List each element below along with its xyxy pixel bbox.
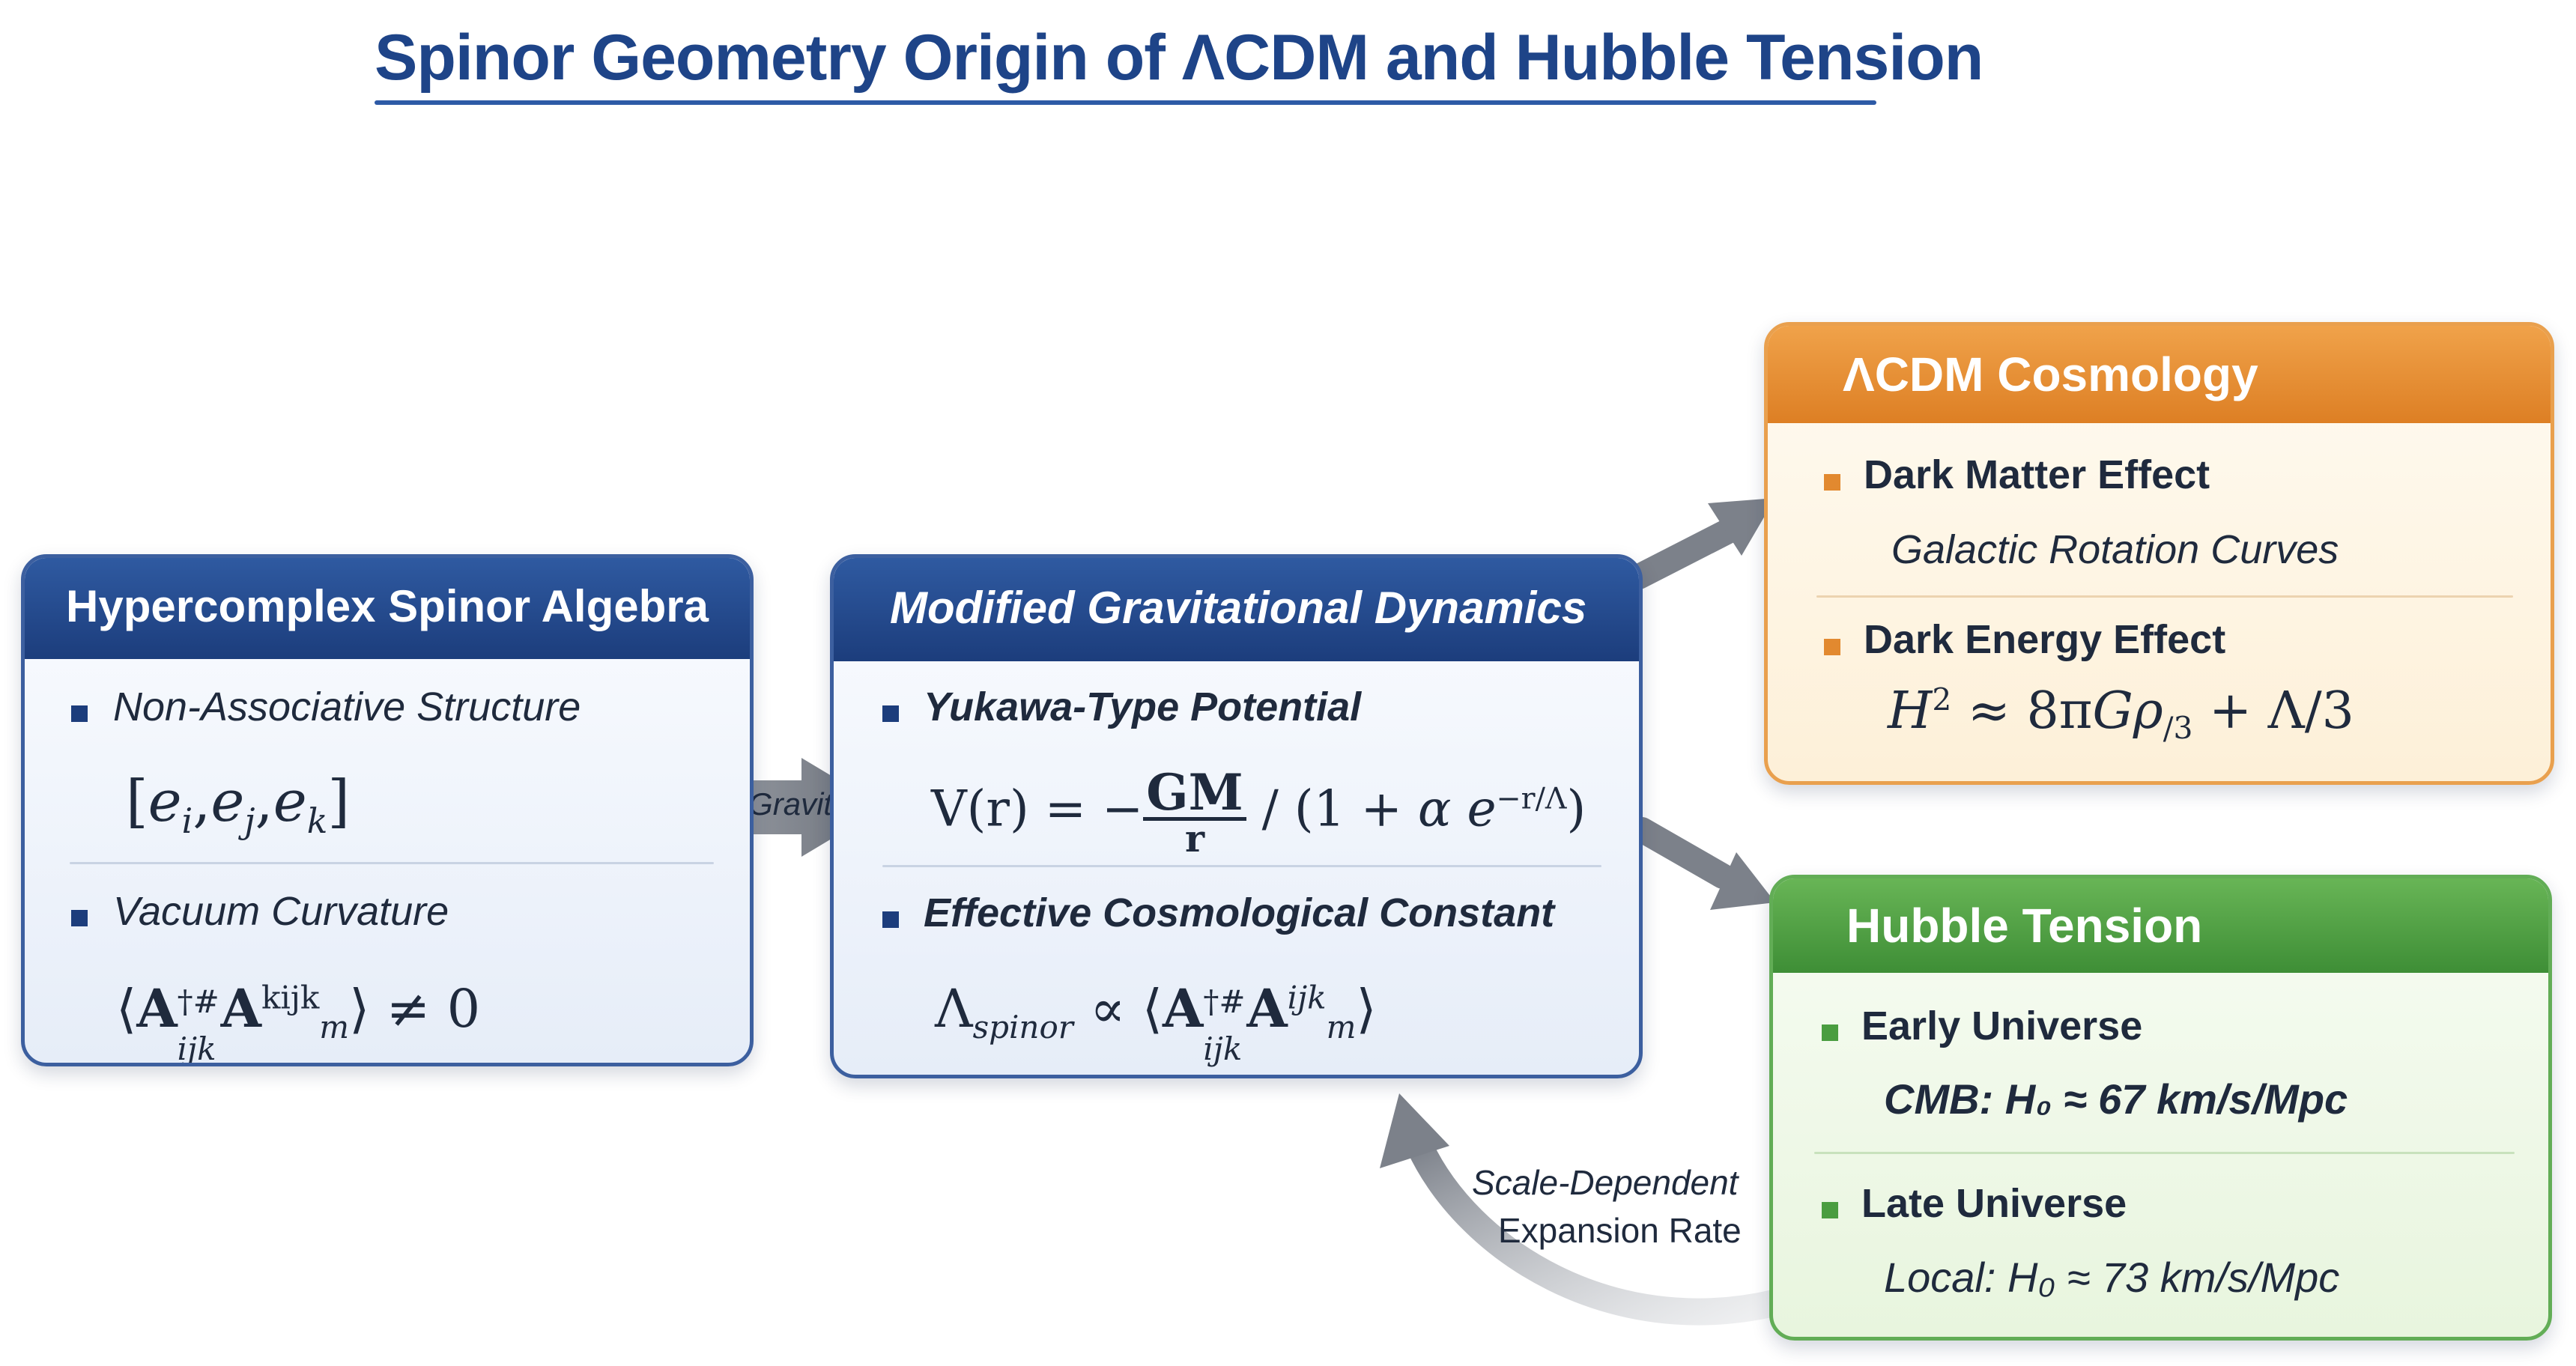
lcdm-cosmology-heading: ΛCDM Cosmology <box>1768 326 2551 423</box>
rotation-curves-text: Galactic Rotation Curves <box>1891 527 2339 572</box>
gravitational-dynamics-box: Modified Gravitational Dynamics Yukawa-T… <box>830 554 1643 1078</box>
early-universe-label: Early Universe <box>1861 1004 2143 1048</box>
hubble-tension-box: Hubble Tension Early Universe CMB: H₀ ≈ … <box>1769 875 2552 1341</box>
arrow-label-feedback-line1: Scale-Dependent <box>1472 1163 1739 1202</box>
divider <box>882 865 1601 867</box>
arrow-feedback-curve <box>1380 1093 1787 1326</box>
divider <box>70 862 714 864</box>
local-value-text: Local: H₀ ≈ 73 km/s/Mpc <box>1884 1254 2340 1301</box>
bullet-icon <box>1822 1024 1838 1041</box>
lcdm-cosmology-box: ΛCDM Cosmology Dark Matter Effect Galact… <box>1764 322 2554 785</box>
hubble-tension-heading: Hubble Tension <box>1773 878 2548 973</box>
bullet-icon <box>1824 639 1840 655</box>
spinor-algebra-box: Hypercomplex Spinor Algebra Non-Associat… <box>21 554 754 1066</box>
title-underline <box>375 100 1876 105</box>
cmb-value-text: CMB: H₀ ≈ 67 km/s/Mpc <box>1884 1075 2348 1123</box>
bullet-icon <box>71 705 88 722</box>
arrow-label-feedback-line2: Expansion Rate <box>1498 1211 1742 1250</box>
bullet-icon <box>71 910 88 926</box>
page-title: Spinor Geometry Origin of ΛCDM and Hubbl… <box>375 22 1983 94</box>
bullet-icon <box>1824 474 1840 491</box>
dark-matter-label: Dark Matter Effect <box>1864 452 2210 497</box>
bullet-icon <box>1822 1202 1838 1218</box>
gravitational-dynamics-heading: Modified Gravitational Dynamics <box>834 558 1639 661</box>
cosmological-constant-label: Effective Cosmological Constant <box>924 890 1555 935</box>
divider <box>1814 1152 2515 1154</box>
friedmann-formula: H2 ≈ 8πGρ/3 + Λ/3 <box>1888 682 2354 747</box>
non-associative-formula: [ei,ej,ek] <box>126 768 350 842</box>
divider <box>1816 595 2513 598</box>
vacuum-curvature-label: Vacuum Curvature <box>113 889 449 934</box>
arrow-gravity-to-hubble <box>1629 817 1775 910</box>
dark-energy-label: Dark Energy Effect <box>1864 617 2226 662</box>
bullet-icon <box>882 911 899 928</box>
non-associative-label: Non-Associative Structure <box>113 684 581 729</box>
bullet-icon <box>882 705 899 722</box>
arrow-gravity-to-lcdm <box>1626 498 1775 589</box>
spinor-algebra-heading: Hypercomplex Spinor Algebra <box>25 558 750 659</box>
yukawa-label: Yukawa-Type Potential <box>924 684 1362 729</box>
late-universe-label: Late Universe <box>1861 1181 2127 1226</box>
